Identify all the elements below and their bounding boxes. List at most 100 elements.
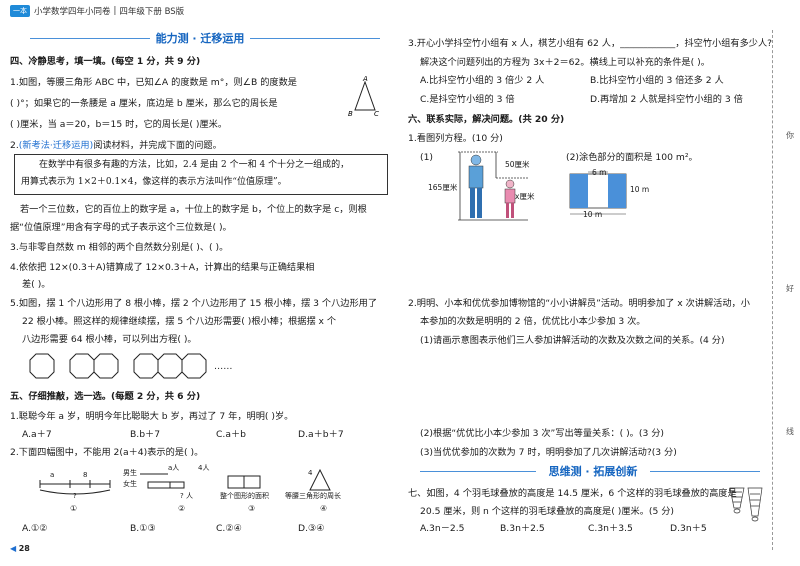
header-divider: |	[113, 6, 117, 16]
q7-option-b: B.①③	[130, 523, 156, 534]
fig2-boy: 男生	[123, 469, 137, 477]
fig1-question: ?	[73, 492, 77, 500]
q1-line2: ( )°；如果它的一条腰是 a 厘米，底边是 b 厘米，那么它的周长是	[10, 98, 278, 109]
q1-line1: 1.如图，等腰三角形 ABC 中，已知∠A 的度数是 m°，则∠B 的度数是	[10, 77, 297, 88]
q2-tag: (新考法·迁移运用)	[18, 140, 94, 151]
q8-line2: 解决这个问题列出的方程为 3x＋2＝62。横线上可以补充的条件是( )。	[420, 57, 710, 68]
fig3-label: 整个图形的面积	[220, 492, 269, 500]
side-char-3: 线	[786, 427, 794, 436]
label-6m: 6 m	[592, 168, 607, 177]
q7-text: 2.下面四幅图中，不能用 2(a＋4)表示的是( )。	[10, 447, 204, 458]
q11-option-b: B.3n＋2.5	[500, 523, 545, 534]
q5-line3: 八边形需要 64 根小棒，可以列出方程( )。	[22, 334, 197, 345]
label-x-cm: x厘米	[515, 192, 535, 201]
material-line1: 在数学中有很多有趣的方法，比如，2.4 是由 2 个一和 4 个十分之一组成的，	[39, 160, 350, 170]
q11-option-a: A.3n－2.5	[420, 523, 465, 534]
q10-part2: (2)根据“优优比小本少参加 3 次”写出等量关系：( )。(3 分)	[420, 428, 664, 439]
section-5-heading: 五、仔细推敲，选一选。(每题 2 分，共 6 分)	[10, 391, 201, 402]
fig-num-4: ④	[320, 504, 328, 513]
page-number-value: 28	[18, 544, 30, 553]
section-banner-ability: 能力测 · 迁移运用	[150, 30, 250, 46]
q8-option-b: B.比抖空竹小组的 3 倍还多 2 人	[590, 75, 724, 86]
q6-option-c: C.a＋b	[216, 429, 246, 440]
section-4-heading: 四、冷静思考，填一填。(每空 1 分，共 9 分)	[10, 56, 201, 67]
page-header: 一本 小学数学四年小同卷 | 四年级下册 BS版	[10, 2, 184, 20]
q7-figures	[39, 468, 331, 495]
fig-num-1: ①	[70, 504, 78, 513]
banner-line-right	[250, 38, 380, 39]
q2-line3: 据“位值原理”用含有字母的式子表示这个三位数是( )。	[10, 222, 232, 233]
fig1-a: a	[50, 471, 55, 479]
svg-text:B: B	[348, 110, 353, 118]
q8-option-c: C.是抖空竹小组的 3 倍	[420, 94, 515, 105]
shaded-area-figure	[569, 171, 627, 215]
banner-line-left	[30, 38, 150, 39]
q2-number: 2.	[10, 140, 19, 151]
banner2-line-right	[650, 471, 760, 472]
q9-part1-label: (1)	[420, 152, 434, 163]
q6-option-a: A.a＋7	[22, 429, 52, 440]
fig-num-3: ③	[248, 504, 256, 513]
triangle-abc-figure: A B C	[348, 75, 379, 118]
svg-text:A: A	[362, 75, 368, 83]
fig2-a-people: a人	[168, 464, 180, 472]
shuttlecock-stack-figure	[729, 487, 763, 522]
fig2-four-people: 4人	[198, 464, 210, 472]
side-char-2: 好	[786, 284, 794, 293]
q2-instruction: 阅读材料，并完成下面的问题。	[93, 140, 222, 151]
fig1-eight: 8	[83, 471, 88, 479]
q5-line2: 22 根小棒。照这样的规律继续摆，摆 5 个八边形需要( )根小棒；根据摆 x …	[22, 316, 337, 327]
q3-text: 3.与非零自然数 m 相邻的两个自然数分别是( )、( )。	[10, 242, 229, 253]
label-10m-width: 10 m	[583, 210, 603, 219]
material-box: 在数学中有很多有趣的方法，比如，2.4 是由 2 个一和 4 个十分之一组成的，…	[14, 154, 388, 195]
q7-option-c: C.②④	[216, 523, 242, 534]
label-50cm: 50厘米	[505, 160, 530, 169]
q6-option-d: D.a＋b＋7	[298, 429, 344, 440]
q8-line1: 3.开心小学抖空竹小组有 x 人，棋艺小组有 62 人，____________…	[408, 38, 773, 49]
banner2-text: 思维测 · 拓展创新	[548, 465, 638, 478]
material-line2: 用算式表示为 1×2＋0.1×4，像这样的表示方法叫作“位值原理”。	[21, 177, 287, 187]
label-10m-height: 10 m	[630, 185, 650, 194]
q11-line2: 20.5 厘米，则 n 个这样的羽毛球叠放的高度是( )厘米。(5 分)	[420, 506, 675, 517]
q11-option-c: C.3n＋3.5	[588, 523, 633, 534]
fig4-four: 4	[308, 469, 313, 477]
q10-part1: (1)请画示意图表示他们三人参加讲解活动的次数及次数之间的关系。(4 分)	[420, 335, 725, 346]
banner-text: 能力测 · 迁移运用	[155, 32, 245, 45]
book-title: 小学数学四年小同卷	[34, 7, 111, 17]
q9-heading: 1.看图列方程。(10 分)	[408, 133, 503, 144]
fig-num-2: ②	[178, 504, 186, 513]
q6-option-b: B.b＋7	[130, 429, 161, 440]
octagon-sticks-figure	[29, 353, 207, 379]
q8-option-d: D.再增加 2 人就是抖空竹小组的 3 倍	[590, 94, 743, 105]
q5-line1: 5.如图，摆 1 个八边形用了 8 根小棒，摆 2 个八边形用了 15 根小棒，…	[10, 298, 378, 309]
svg-text:C: C	[374, 110, 379, 118]
q4-line2: 差( )。	[22, 279, 51, 290]
q8-option-a: A.比抖空竹小组的 3 倍少 2 人	[420, 75, 545, 86]
section-6-heading: 六、联系实际，解决问题。(共 20 分)	[408, 114, 565, 125]
page-number: ◀ 28	[10, 544, 30, 553]
q10-part3: (3)当优优参加的次数为 7 时，明明参加了几次讲解活动?(3 分)	[420, 447, 677, 458]
q7-option-a: A.①②	[22, 523, 48, 534]
q11-line1: 七、如图，4 个羽毛球叠放的高度是 14.5 厘米，6 个这样的羽毛球叠放的高度…	[408, 488, 737, 499]
q10-line2: 本参加的次数是明明的 2 倍，优优比小本少参加 3 次。	[420, 316, 646, 327]
q6-text: 1.聪聪今年 a 岁，明明今年比聪聪大 b 岁，再过了 7 年，明明( )岁。	[10, 411, 294, 422]
label-165cm: 165厘米	[428, 183, 458, 192]
q1-line3: ( )厘米，当 a＝20，b＝15 时，它的周长是( )厘米。	[10, 119, 228, 130]
binding-line	[772, 30, 773, 550]
height-figure	[458, 151, 528, 221]
section-banner-thinking: 思维测 · 拓展创新	[536, 463, 650, 479]
fig2-question: ? 人	[180, 492, 193, 500]
fig2-girl: 女生	[123, 480, 137, 488]
q2-line1: 2.(新考法·迁移运用)阅读材料，并完成下面的问题。	[10, 139, 222, 152]
book-edition: 四年级下册 BS版	[119, 7, 185, 17]
q10-line1: 2.明明、小本和优优参加博物馆的“小小讲解员”活动。明明参加了 x 次讲解活动，…	[408, 298, 750, 309]
q9-part2-label: (2)涂色部分的面积是 100 m²。	[566, 152, 698, 163]
side-char-1: 你	[786, 131, 794, 140]
q4-line1: 4.依依把 12×(0.3＋A)错算成了 12×0.3＋A，计算出的结果与正确结…	[10, 262, 315, 273]
q11-option-d: D.3n＋5	[670, 523, 707, 534]
q2-line2: 若一个三位数，它的百位上的数字是 a，十位上的数字是 b，个位上的数字是 c，则…	[20, 204, 367, 215]
q7-option-d: D.③④	[298, 523, 325, 534]
banner2-line-left	[420, 471, 536, 472]
fig4-label: 等腰三角形的周长	[285, 492, 341, 500]
